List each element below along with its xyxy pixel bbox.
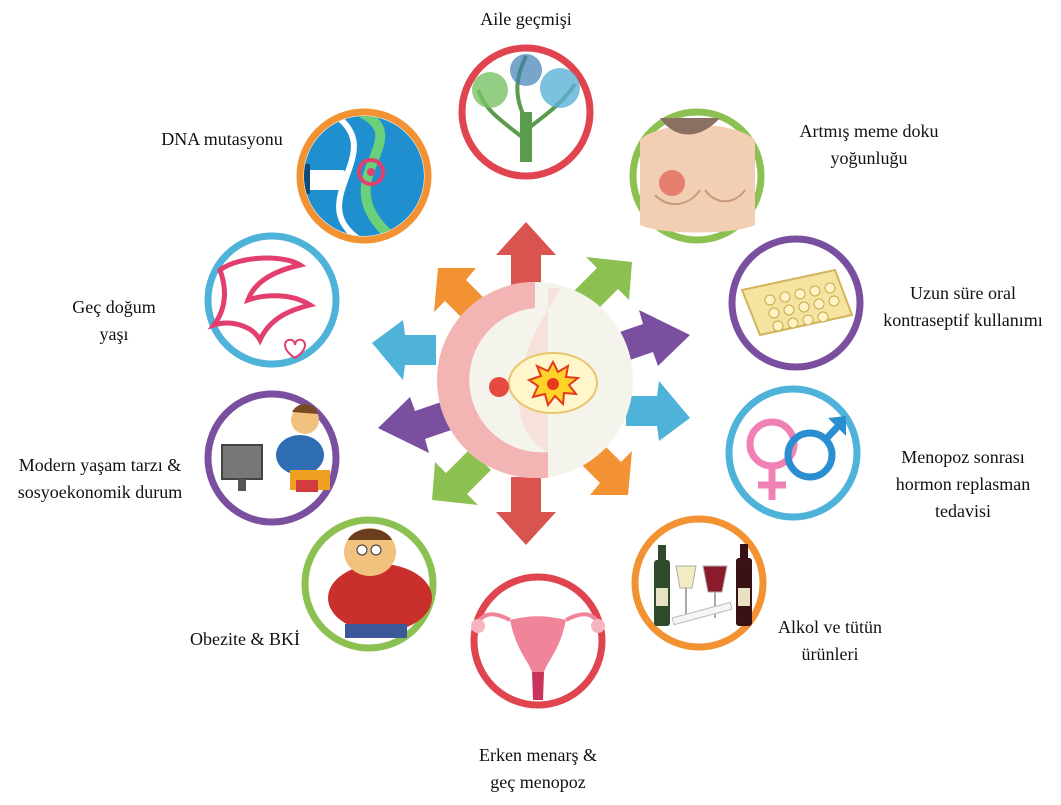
label-aile: Aile geçmişi [470, 6, 582, 33]
label-menars-line1: Erken menarş & [458, 742, 618, 769]
factor-circle-obezite [305, 520, 433, 648]
label-dogum-line1: Geç doğum [44, 294, 184, 321]
factor-circle-aile [462, 48, 590, 176]
label-dna-line1: DNA mutasyonu [152, 126, 292, 153]
label-alkol: Alkol ve tütün ürünleri [758, 614, 902, 668]
label-oral-line1: Uzun süre oral [868, 280, 1058, 307]
label-alkol-line2: ürünleri [758, 641, 902, 668]
label-alkol-line1: Alkol ve tütün [758, 614, 902, 641]
label-oral-line2: kontraseptif kullanımı [868, 307, 1058, 334]
breast-density-icon [640, 118, 755, 233]
label-yasam-line2: sosyoekonomik durum [2, 479, 198, 506]
factor-circle-hormon [729, 389, 857, 517]
arrow-down [496, 477, 556, 545]
label-obezite: Obezite & BKİ [180, 626, 310, 653]
label-yogunluk: Artmış meme doku yoğunluğu [774, 118, 964, 172]
label-dogum: Geç doğum yaşı [44, 294, 184, 348]
label-hormon: Menopoz sonrası hormon replasman tedavis… [882, 444, 1044, 525]
label-hormon-line2: hormon replasman [882, 471, 1044, 498]
label-yogunluk-line1: Artmış meme doku [774, 118, 964, 145]
label-yasam: Modern yaşam tarzı & sosyoekonomik durum [2, 452, 198, 506]
label-oral: Uzun süre oral kontraseptif kullanımı [868, 280, 1058, 334]
factor-circle-dogum [208, 236, 336, 364]
factor-circle-menars [471, 577, 605, 705]
arrow-left-upper [372, 320, 436, 380]
arrow-up [496, 222, 556, 290]
factor-circle-alkol [635, 519, 763, 647]
label-menars: Erken menarş & geç menopoz [458, 742, 618, 796]
center-breast [437, 282, 633, 478]
factor-circle-oral [732, 239, 860, 367]
label-yogunluk-line2: yoğunluğu [774, 145, 964, 172]
label-dna: DNA mutasyonu [152, 126, 292, 153]
factor-circle-yasam [208, 394, 336, 522]
factor-circle-dna [300, 112, 428, 240]
label-menars-line2: geç menopoz [458, 769, 618, 796]
label-dogum-line2: yaşı [44, 321, 184, 348]
label-yasam-line1: Modern yaşam tarzı & [2, 452, 198, 479]
label-hormon-line3: tedavisi [882, 498, 1044, 525]
nipple-icon [489, 377, 509, 397]
arrow-right-lower [626, 381, 690, 441]
factor-circle-yogunluk [633, 112, 761, 240]
label-hormon-line1: Menopoz sonrası [882, 444, 1044, 471]
label-obezite-line1: Obezite & BKİ [180, 626, 310, 653]
label-aile-line1: Aile geçmişi [470, 6, 582, 33]
